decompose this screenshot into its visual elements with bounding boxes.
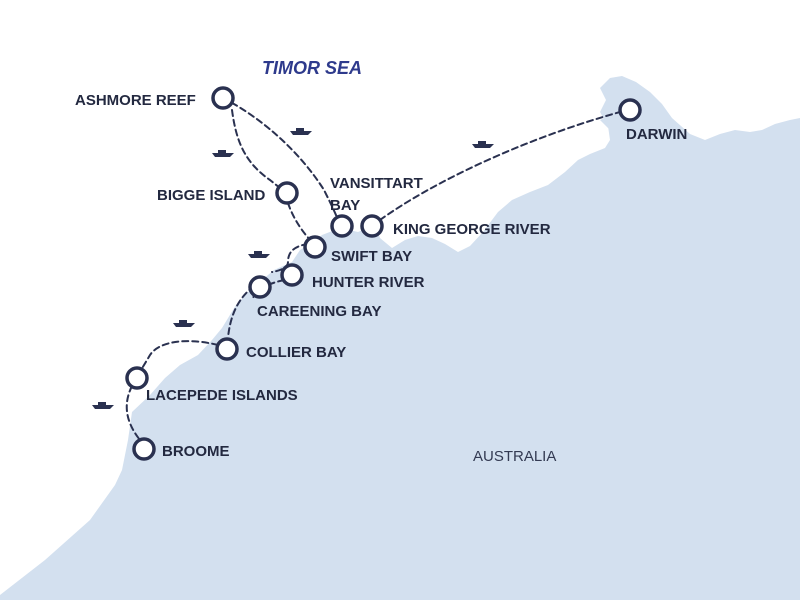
route-king-george-darwin [379, 111, 621, 221]
stop-marker-lacepede-islands[interactable] [125, 366, 149, 390]
boat-icon [290, 128, 312, 135]
sea-label: TIMOR SEA [262, 58, 362, 78]
label-ashmore-reef: ASHMORE REEF [75, 92, 196, 109]
stop-marker-darwin[interactable] [618, 98, 642, 122]
stops: ASHMORE REEF BIGGE ISLAND VANSITTART BAY… [75, 86, 687, 461]
stop-marker-careening-bay[interactable] [248, 275, 272, 299]
boats [92, 128, 494, 409]
stop-marker-broome[interactable] [132, 437, 156, 461]
stop-marker-collier-bay[interactable] [215, 337, 239, 361]
boat-icon [173, 320, 195, 327]
label-king-george-river: KING GEORGE RIVER [393, 221, 551, 238]
stop-marker-king-george-river[interactable] [360, 214, 384, 238]
darwin-peninsula [600, 108, 660, 140]
label-swift-bay: SWIFT BAY [331, 248, 412, 265]
land-label: AUSTRALIA [473, 448, 556, 465]
label-hunter-river: HUNTER RIVER [312, 274, 425, 291]
boat-icon [212, 150, 234, 157]
label-broome: BROOME [162, 443, 230, 460]
stop-marker-bigge-island[interactable] [275, 181, 299, 205]
stop-marker-ashmore-reef[interactable] [211, 86, 235, 110]
boat-icon [472, 141, 494, 148]
australia-landmass [0, 76, 800, 600]
route-ashmore-vansittart [222, 97, 341, 226]
stop-marker-vansittart-bay[interactable] [330, 214, 354, 238]
route-lacepede-broome [125, 385, 141, 441]
label-vansittart-bay-line1: VANSITTART [330, 175, 423, 192]
label-darwin: DARWIN [626, 126, 687, 143]
stop-marker-hunter-river[interactable] [280, 263, 304, 287]
stop-marker-swift-bay[interactable] [303, 235, 327, 259]
label-lacepede-islands: LACEPEDE ISLANDS [146, 387, 298, 404]
label-collier-bay: COLLIER BAY [246, 344, 346, 361]
label-bigge-island: BIGGE ISLAND [157, 187, 266, 204]
label-vansittart-bay-line2: BAY [330, 197, 360, 214]
boat-icon [248, 251, 270, 258]
label-careening-bay: CAREENING BAY [257, 303, 381, 320]
route-swift-careening [271, 243, 309, 273]
boat-icon [92, 402, 114, 409]
